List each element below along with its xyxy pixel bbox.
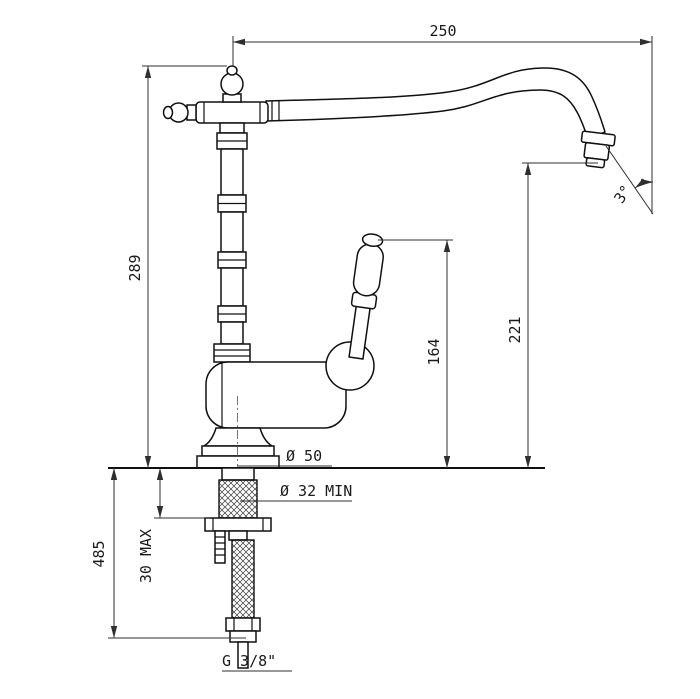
hose-nut-hex bbox=[225, 617, 261, 632]
threaded-shank bbox=[218, 479, 258, 519]
dim-label-overall-height: 289 bbox=[126, 254, 144, 281]
spout-outlet bbox=[580, 130, 616, 169]
handle-cap bbox=[361, 233, 384, 248]
dim-label-top-width: 250 bbox=[429, 22, 456, 40]
braided-hose bbox=[231, 539, 255, 619]
column bbox=[213, 122, 251, 363]
base-flange bbox=[201, 445, 275, 457]
base-flare bbox=[201, 427, 275, 447]
crosspiece bbox=[162, 101, 269, 124]
dim-label-base-diameter: Ø 50 bbox=[286, 447, 322, 465]
crosspiece-tube bbox=[195, 101, 269, 124]
dim-label-under-counter-length: 485 bbox=[90, 540, 108, 567]
hex-facet-lines bbox=[233, 618, 253, 631]
dim-label-min-hole-diameter: Ø 32 MIN bbox=[280, 482, 352, 500]
under-counter-assembly bbox=[204, 467, 272, 669]
dim-label-outlet-height: 221 bbox=[506, 316, 524, 343]
mounting-washer bbox=[204, 517, 272, 532]
faucet bbox=[108, 65, 616, 669]
hose-connector bbox=[228, 530, 248, 541]
angle-ref-line bbox=[605, 145, 654, 215]
top-finial-ball bbox=[220, 72, 244, 96]
dim-label-connection-thread: G 3/8" bbox=[222, 652, 276, 670]
washer-lines bbox=[212, 518, 264, 531]
spout-tube bbox=[265, 67, 606, 140]
column-bead-lines bbox=[214, 140, 250, 357]
crosspiece-rings bbox=[203, 102, 261, 123]
stud-thread-lines bbox=[215, 536, 225, 556]
left-finial-cap bbox=[162, 105, 174, 120]
angle-arc bbox=[634, 178, 654, 189]
top-finial bbox=[220, 65, 244, 103]
top-finial-cap bbox=[226, 65, 238, 76]
dim-label-max-counter-thickness: 30 MAX bbox=[137, 529, 155, 583]
stud-bolt bbox=[214, 530, 226, 564]
dimensions: 250 289 164 221 3° Ø 50 Ø 32 MIN 485 30 … bbox=[90, 22, 654, 672]
spout-root-rings bbox=[271, 100, 280, 121]
handle-grip bbox=[352, 243, 384, 297]
hose-end-tube bbox=[237, 641, 249, 669]
mixer-body bbox=[205, 361, 347, 429]
dim-label-handle-height: 164 bbox=[425, 338, 443, 365]
shank bbox=[221, 467, 255, 481]
hose-nut-lower bbox=[229, 630, 257, 643]
base bbox=[196, 427, 280, 469]
lever-handle bbox=[348, 233, 384, 360]
dim-label-outlet-angle: 3° bbox=[610, 182, 635, 207]
